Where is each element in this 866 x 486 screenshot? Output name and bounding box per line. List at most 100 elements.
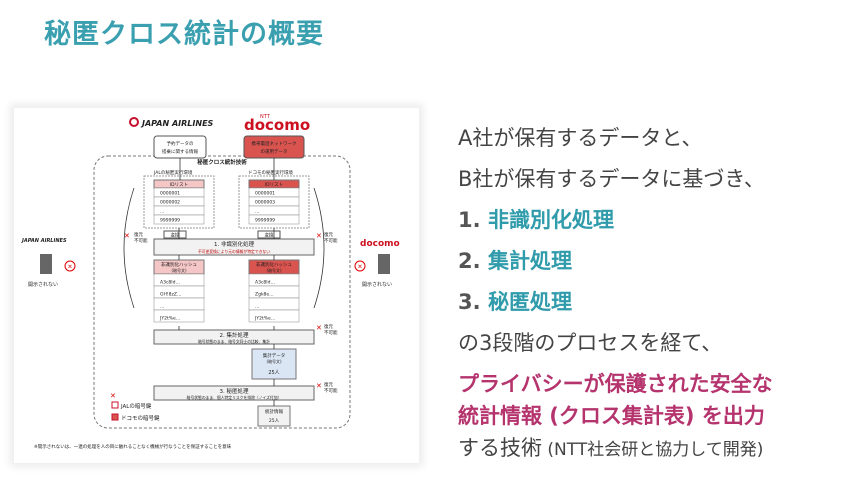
jal-hash-header: 非識別化ハッシュ (161, 261, 197, 268)
step-text: 非識別化処理 (488, 208, 614, 232)
description-line-1: A社が保有するデータと、 (458, 126, 703, 150)
svg-text:✕: ✕ (110, 392, 116, 400)
docomo-env-label: ドコモの秘匿実行環境 (248, 169, 293, 176)
jal-logo-side: JAPAN AIRLINES (21, 238, 67, 244)
docomo-hash-value: … (255, 305, 260, 310)
impossible-label-3: 不可能 (324, 329, 338, 336)
last-note: (NTT社会研と協力して開発) (542, 440, 764, 460)
docomo-logo-side: docomo (360, 239, 400, 249)
step3-label: 3. 秘匿処理 (220, 387, 249, 395)
legend-jal-key: JALの暗号鍵 (120, 402, 152, 410)
jal-hash-value: A3c8Id… (160, 280, 180, 286)
docomo-hash-value: JY2t%e… (254, 316, 275, 322)
step2-label: 2. 集計処理 (220, 331, 249, 339)
description-panel: A社が保有するデータと、 B社が保有するデータに基づき、 1. 非識別化処理 2.… (458, 118, 863, 466)
description-line-2: B社が保有するデータに基づき、 (458, 167, 765, 191)
legend-docomo-key: ドコモの暗号鍵 (121, 414, 160, 422)
restore-label-3: 復元 (324, 323, 333, 330)
jal-id-value: 0000001 (160, 191, 180, 197)
tech-label: 秘匿クロス統計技術 (197, 158, 247, 166)
svg-text:搭乗に関する情報: 搭乗に関する情報 (162, 148, 198, 155)
step-item-3: 3.秘匿処理 (458, 282, 863, 323)
docomo-id-value: … (255, 210, 260, 215)
impossible-label-2: 不可能 (324, 237, 338, 244)
jal-crane-icon (129, 117, 139, 127)
svg-text:✕: ✕ (316, 324, 322, 332)
jal-hash-sub: (暗号文) (171, 267, 187, 273)
impossible-label-1: 不可能 (134, 237, 148, 244)
docomo-hash-sub: (暗号文) (266, 267, 282, 273)
count-value: 25人 (268, 370, 279, 376)
count-box (251, 348, 297, 380)
step1-bar (153, 238, 315, 256)
left-caption: 開示されない (28, 281, 58, 288)
step-item-1: 1. 非識別化処理 (458, 200, 863, 241)
docomo-hash-value: Zgk8e… (255, 292, 274, 298)
count-sub: (暗号文) (266, 358, 282, 364)
docomo-id-list-header: IDリスト (265, 182, 283, 188)
restore-label-2: 復元 (324, 231, 333, 238)
jal-id-list-header: IDリスト (170, 182, 188, 188)
step3-note: 暗号状態のまま、個人特定リスクを排除（ノイズ付加） (187, 395, 282, 400)
docomo-id-value: 0000001 (255, 191, 275, 197)
docomo-ntt-label: NTT (260, 114, 271, 120)
jal-hash-cell (153, 309, 205, 323)
svg-text:の運用データ: の運用データ (261, 148, 288, 155)
jal-id-value: … (160, 210, 165, 215)
docomo-change-label: 変換 (265, 232, 274, 239)
jal-hash-value: JY2t%e… (159, 316, 180, 322)
restore-label-4: 復元 (324, 381, 333, 388)
docomo-id-value: 9999999 (255, 218, 275, 224)
result-value: 25人 (269, 418, 280, 424)
description-last-line: する技術 (NTT社会研と協力して開発) (458, 432, 863, 466)
jal-change-label: 変換 (171, 232, 180, 239)
step1-note: 不可逆変換により元の情報が特定できない (198, 249, 270, 254)
step3-bar (153, 385, 315, 401)
jal-id-cell (153, 214, 205, 225)
svg-text:✕: ✕ (67, 264, 72, 271)
docomo-hash-value: A3c8Id… (255, 280, 275, 286)
jal-id-value: 9999999 (160, 218, 180, 224)
docomo-data-label: 携帯電話ネットワーク (252, 140, 297, 147)
svg-text:✕: ✕ (124, 232, 130, 240)
jal-hash-value: GH!8zZ… (160, 292, 181, 298)
step-number: 3. (458, 290, 481, 314)
impossible-label-4: 不可能 (324, 387, 338, 394)
step-text: 集計処理 (488, 249, 572, 273)
jal-key-icon (111, 401, 119, 409)
jal-id-value: 0000002 (160, 200, 180, 206)
right-caption: 開示されない (362, 281, 392, 288)
docomo-hash-cell (248, 309, 300, 323)
step2-bar (153, 329, 315, 345)
docomo-hash-header: 非識別化ハッシュ (256, 261, 292, 268)
step-number: 1. (458, 208, 481, 232)
svg-text:✕: ✕ (357, 264, 362, 271)
highlight-line-2: 統計情報 (クロス集計表) を出力 (458, 404, 765, 428)
svg-text:✕: ✕ (316, 232, 322, 240)
step-number: 2. (458, 249, 481, 273)
docomo-building-icon (378, 254, 390, 274)
svg-text:✕: ✕ (316, 382, 322, 390)
docomo-id-value: 0000003 (255, 200, 275, 206)
description-line-3: の3段階のプロセスを経て、 (458, 331, 723, 355)
page-title: 秘匿クロス統計の概要 (44, 19, 324, 50)
step-item-2: 2. 集計処理 (458, 241, 863, 282)
step1-label: 1. 非識別化処理 (214, 240, 254, 248)
restore-label-1: 復元 (134, 231, 143, 238)
result-header: 統計情報 (265, 408, 283, 415)
jal-logo-top: JAPAN AIRLINES (140, 119, 214, 128)
jal-building-icon (40, 254, 52, 274)
highlight-line-1: プライバシーが保護された安全な (458, 372, 773, 396)
jal-hash-value: … (160, 305, 165, 310)
footnote: ※開示されないは、一連の処理を人の目に触れることなく機械が行なうことを保証するこ… (34, 443, 232, 450)
cross-statistics-diagram: JAPAN AIRLINES NTT docomo 予約データの 搭乗に関する情… (14, 108, 419, 463)
jal-env-label: JALの秘匿実行環境 (153, 169, 193, 176)
jal-data-label: 予約データの (167, 140, 194, 147)
docomo-logo-top: docomo (244, 116, 310, 134)
docomo-id-cell (248, 214, 300, 225)
docomo-key-icon (111, 413, 119, 421)
restore-impossible-markers: ✕ ✕ ✕ ✕ ✕ (110, 232, 322, 400)
last-main: する技術 (458, 436, 542, 460)
step2-note: 暗号状態のまま、暗号文同士の比較、集計 (198, 339, 270, 344)
diagram-svg: JAPAN AIRLINES NTT docomo 予約データの 搭乗に関する情… (21, 114, 400, 450)
